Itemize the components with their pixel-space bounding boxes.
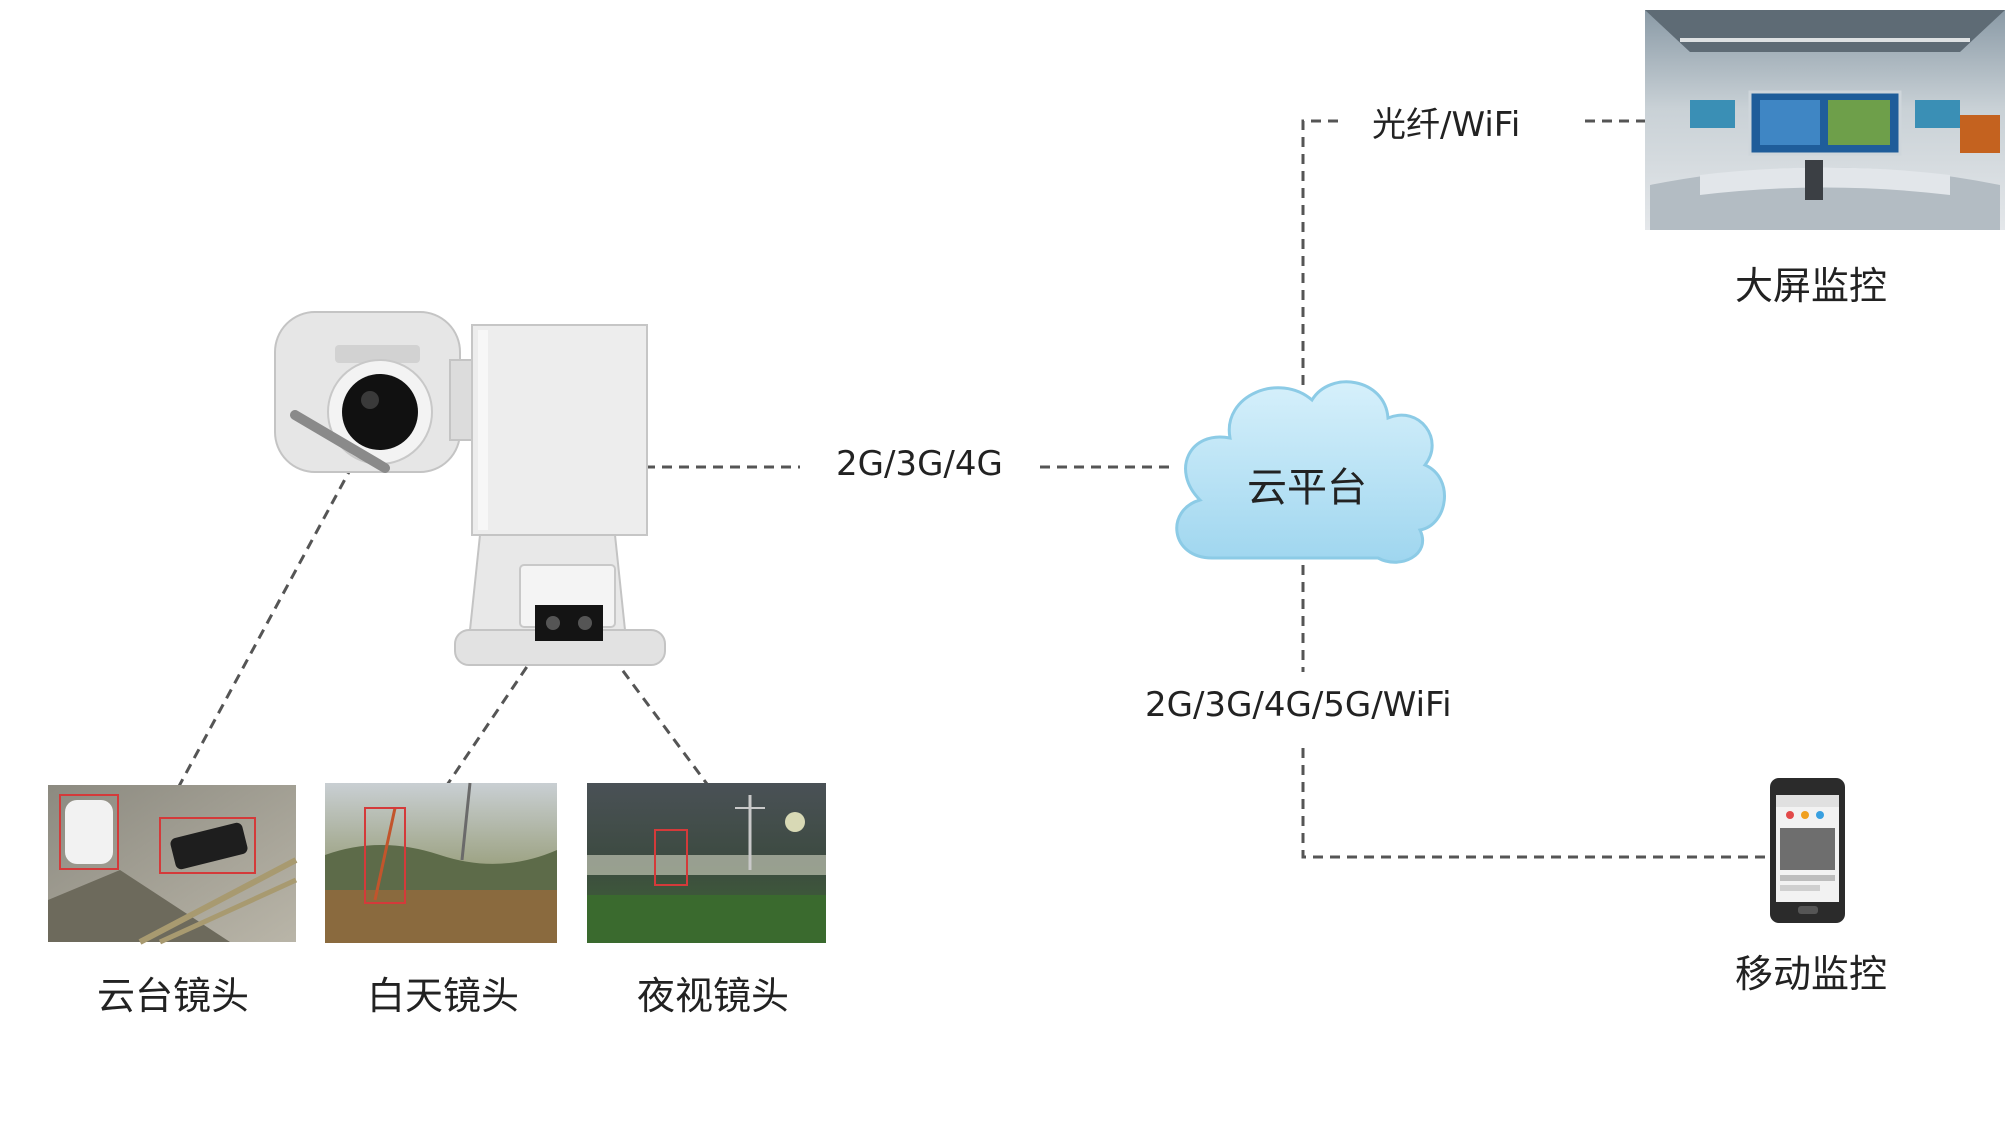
connection-lines — [176, 119, 1770, 859]
link-label-camera-cloud: 2G/3G/4G — [836, 444, 1003, 484]
mobile-label: 移动监控 — [1735, 952, 1888, 996]
lens-link-day — [443, 639, 547, 789]
smartphone-icon — [1770, 778, 1845, 923]
link-label-cloud-mobile: 2G/3G/4G/5G/WiFi — [1145, 685, 1452, 725]
lens-link-ptz — [176, 469, 352, 789]
lens-thumb-day — [325, 782, 557, 943]
ptz-camera-device-icon — [274, 311, 666, 666]
link-label-cloud-big-screen: 光纤/WiFi — [1372, 105, 1521, 145]
link-to-mobile — [1301, 748, 1770, 859]
lens-label-ptz: 云台镜头 — [97, 974, 250, 1018]
lens-thumb-night — [587, 783, 826, 943]
lens-label-night: 夜视镜头 — [637, 974, 790, 1018]
cloud-icon — [1175, 380, 1446, 564]
control-room-photo — [1645, 10, 2005, 230]
lens-thumb-ptz — [48, 785, 298, 945]
link-cloud-to-big-screen — [1301, 119, 1345, 385]
lens-label-day: 白天镜头 — [367, 974, 520, 1018]
cloud-platform-label: 云平台 — [1247, 465, 1367, 511]
big-screen-label: 大屏监控 — [1735, 264, 1888, 308]
